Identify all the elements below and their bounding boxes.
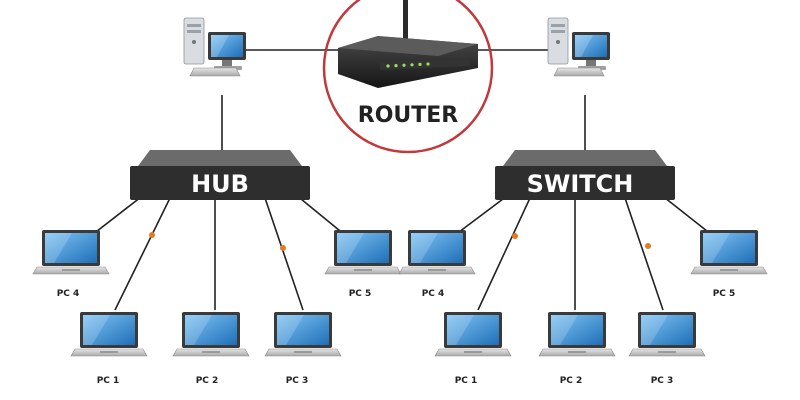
switch-pc1-label: PC 1 (454, 376, 478, 386)
hub-laptop-pc5 (324, 229, 402, 275)
laptop-icon (538, 311, 616, 357)
switch-pc5-label: PC 5 (712, 289, 736, 299)
cable-switch-pc1 (477, 197, 531, 311)
hub-laptop-pc3 (264, 311, 342, 357)
switch-laptop-pc3 (628, 311, 706, 357)
laptop-icon (70, 311, 148, 357)
router-highlight-ring (322, 0, 494, 154)
laptop-icon (172, 311, 250, 357)
laptop-icon (434, 311, 512, 357)
hub-label: HUB (191, 170, 249, 198)
cable-switch-pc3 (624, 197, 664, 311)
switch-laptop-pc2 (538, 311, 616, 357)
hub-laptop-pc1 (70, 311, 148, 357)
switch-laptop-pc4 (398, 229, 476, 275)
laptop-icon (398, 229, 476, 275)
hub-pc1-label: PC 1 (96, 376, 120, 386)
switch-pc2-label: PC 2 (559, 376, 583, 386)
laptop-icon (628, 311, 706, 357)
hub: HUB (130, 150, 310, 200)
hub-pc4-label: PC 4 (56, 289, 80, 299)
cables (91, 49, 713, 311)
left-desktop (183, 17, 247, 77)
cable-hub-pc1 (114, 197, 171, 311)
switch: SWITCH (495, 150, 675, 200)
hub-laptop-pc2 (172, 311, 250, 357)
switch-label: SWITCH (527, 170, 634, 198)
laptop-icon (32, 229, 110, 275)
packet-dot (645, 243, 651, 249)
packet-markers (149, 232, 651, 251)
switch-pc3-label: PC 3 (650, 376, 674, 386)
hub-laptop-pc4 (32, 229, 110, 275)
packet-dot (149, 232, 155, 238)
switch-laptop-pc1 (434, 311, 512, 357)
desktop-computer-icon (183, 17, 247, 77)
switch-pc4-label: PC 4 (421, 289, 445, 299)
packet-dot (512, 233, 518, 239)
desktop-computer-icon (547, 17, 611, 77)
hub-pc5-label: PC 5 (348, 289, 372, 299)
laptop-icon (264, 311, 342, 357)
hub-pc3-label: PC 3 (285, 376, 309, 386)
hub-pc2-label: PC 2 (195, 376, 219, 386)
right-desktop (547, 17, 611, 77)
laptop-icon (324, 229, 402, 275)
switch-laptop-pc5 (690, 229, 768, 275)
wireless-router-icon (338, 0, 478, 88)
router-label: ROUTER (358, 103, 459, 128)
router: ROUTER (322, 0, 494, 154)
cable-hub-pc3 (264, 197, 304, 311)
packet-dot (280, 245, 286, 251)
laptop-icon (690, 229, 768, 275)
